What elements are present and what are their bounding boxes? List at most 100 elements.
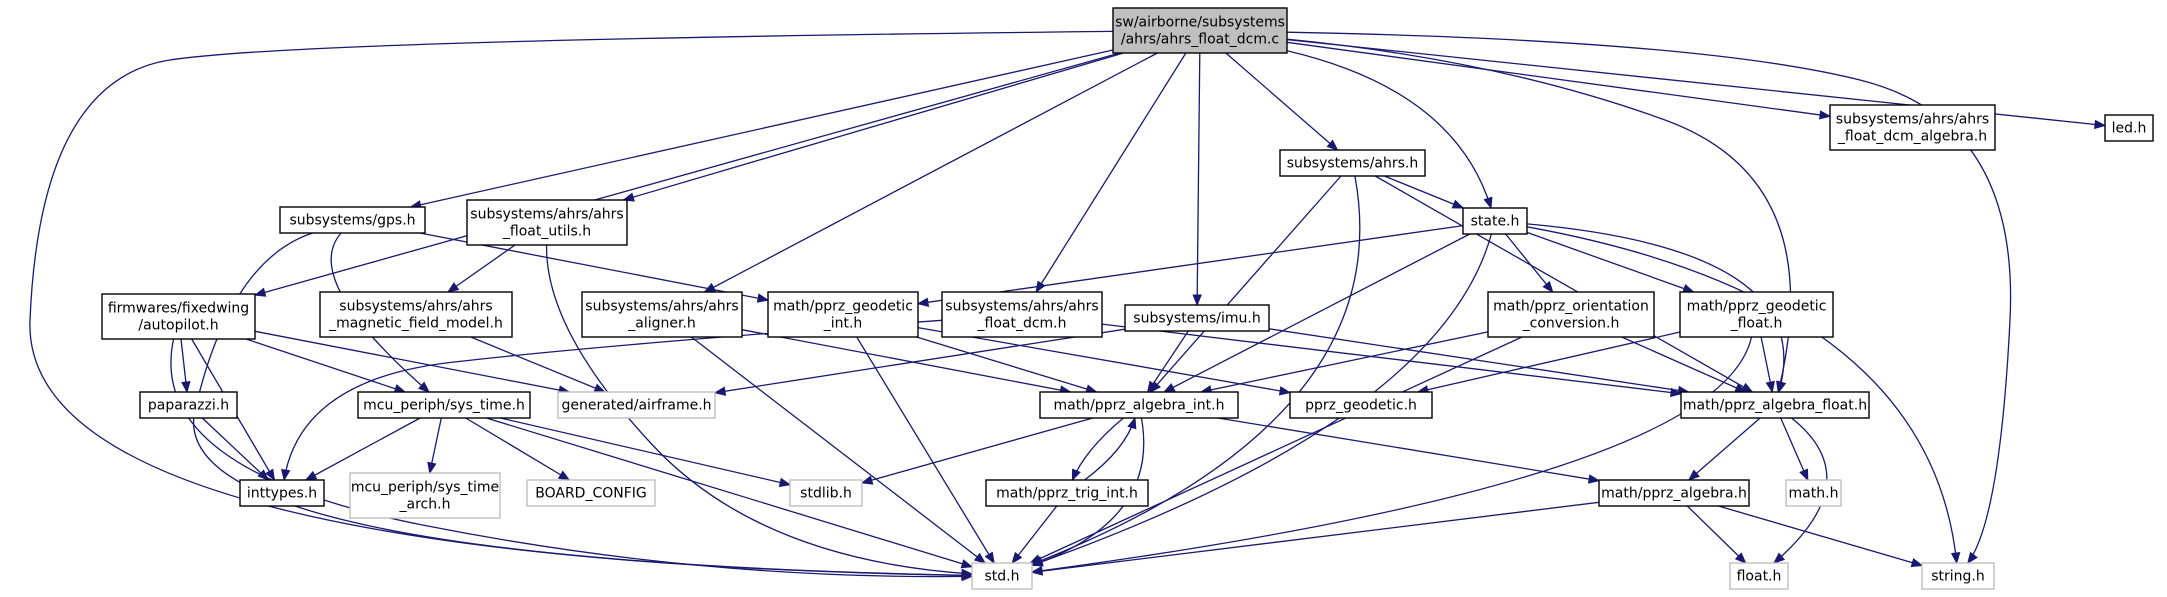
arrowhead xyxy=(1326,139,1339,151)
node-ahrs-float-dcm[interactable]: subsystems/ahrs/ahrs_float_dcm.h xyxy=(941,291,1103,338)
edge-line xyxy=(1225,52,1338,151)
node-box xyxy=(1039,391,1239,419)
node-autopilot[interactable]: firmwares/fixedwing/autopilot.h xyxy=(101,293,256,340)
node-label: math/pprz_geodetic xyxy=(773,299,913,315)
node-inttypes[interactable]: inttypes.h xyxy=(239,479,325,507)
node-label: subsystems/imu.h xyxy=(1133,311,1260,327)
node-pprz-geodetic[interactable]: pprz_geodetic.h xyxy=(1289,391,1433,419)
edge-root-to-state xyxy=(1286,50,1493,210)
edge-line xyxy=(714,328,1126,394)
arrowhead xyxy=(1542,280,1554,294)
edge-root-to-imu xyxy=(1192,52,1202,307)
edge-state-to-string xyxy=(1526,226,1961,565)
node-dcm-algebra[interactable]: subsystems/ahrs/ahrs_float_dcm_algebra.h xyxy=(1829,104,1996,151)
node-algebra-float[interactable]: math/pprz_algebra_float.h xyxy=(1680,391,1870,419)
node-geodetic-int[interactable]: math/pprz_geodetic_int.h xyxy=(767,291,919,338)
arrowhead xyxy=(622,192,635,202)
node-label: _int.h xyxy=(823,316,863,332)
node-algebra-int[interactable]: math/pprz_algebra_int.h xyxy=(1039,391,1239,419)
edge-line xyxy=(1374,175,1753,393)
edge-root-to-ahrs_aligner xyxy=(703,52,1158,293)
arrowhead xyxy=(1587,474,1601,484)
edge-imu-to-airframe xyxy=(713,328,1126,396)
node-label: led.h xyxy=(2112,121,2147,137)
edge-line xyxy=(690,336,986,564)
edge-geodetic_int-to-std xyxy=(856,336,995,565)
arrowhead xyxy=(2094,119,2107,130)
node-ahrs[interactable]: subsystems/ahrs.h xyxy=(1279,149,1426,177)
edge-algebra_float-to-algebra xyxy=(1687,417,1761,481)
node-trig-int[interactable]: math/pprz_trig_int.h xyxy=(985,479,1149,507)
edge-line xyxy=(1621,336,1746,393)
node-label: _float_dcm_algebra.h xyxy=(1837,129,1987,145)
edge-autopilot-to-paparazzi xyxy=(180,338,191,394)
arrowhead xyxy=(916,297,930,307)
edge-line xyxy=(741,329,1071,393)
arrowhead xyxy=(1071,468,1081,482)
node-box xyxy=(1279,149,1426,177)
edge-mag_field-to-airframe xyxy=(470,336,607,393)
node-orientation[interactable]: math/pprz_orientation_conversion.h xyxy=(1487,291,1655,338)
node-paparazzi[interactable]: paparazzi.h xyxy=(139,391,238,419)
node-sys-time[interactable]: mcu_periph/sys_time.h xyxy=(357,391,531,419)
node-gps[interactable]: subsystems/gps.h xyxy=(279,206,426,234)
arrowhead xyxy=(1011,551,1023,565)
node-math: math.h xyxy=(1785,479,1842,507)
node-imu[interactable]: subsystems/imu.h xyxy=(1124,304,1270,332)
node-ahrs-aligner[interactable]: subsystems/ahrs/ahrs_aligner.h xyxy=(581,291,743,338)
node-root[interactable]: sw/airborne/subsystems/ahrs/ahrs_float_d… xyxy=(1112,7,1288,54)
node-state[interactable]: state.h xyxy=(1462,207,1528,235)
node-algebra[interactable]: math/pprz_algebra.h xyxy=(1598,479,1750,507)
dependency-edges xyxy=(29,30,2107,582)
edge-line xyxy=(254,52,1120,296)
node-stdlib: stdlib.h xyxy=(789,479,863,507)
node-label: subsystems/ahrs/ahrs xyxy=(945,299,1098,315)
edge-line xyxy=(1686,505,1747,564)
edge-line xyxy=(470,336,606,393)
node-string: string.h xyxy=(1921,562,1995,590)
node-label: generated/airframe.h xyxy=(561,398,711,414)
edge-ahrs-to-algebra_int xyxy=(1149,175,1342,394)
node-box xyxy=(319,291,513,338)
node-box xyxy=(466,199,628,246)
edge-ahrs_float_utils-to-std xyxy=(545,244,974,579)
edge-root-to-algebra_float xyxy=(1286,38,1792,394)
node-label: std.h xyxy=(985,569,1020,585)
arrowhead xyxy=(1967,551,1978,565)
edge-line xyxy=(1030,336,1523,564)
node-geodetic-float[interactable]: math/pprz_geodetic_float.h xyxy=(1679,291,1834,338)
edge-line xyxy=(917,224,1464,305)
node-label: paparazzi.h xyxy=(148,398,229,414)
edge-orientation-to-algebra_float xyxy=(1621,336,1747,393)
node-label: /ahrs/ahrs_float_dcm.c xyxy=(1121,32,1279,48)
node-ahrs-float-utils[interactable]: subsystems/ahrs/ahrs_float_utils.h xyxy=(466,199,628,246)
node-float: float.h xyxy=(1729,562,1789,590)
edge-line xyxy=(410,49,1114,208)
edge-ahrs_float_utils-to-mag_field xyxy=(446,244,516,293)
node-box xyxy=(941,291,1103,338)
node-box xyxy=(239,479,325,507)
arrowhead xyxy=(1687,469,1700,481)
edge-state-to-algebra_float xyxy=(1526,223,1787,394)
arrowhead xyxy=(418,381,431,393)
node-box xyxy=(985,479,1149,507)
node-led[interactable]: led.h xyxy=(2104,114,2154,142)
arrowhead xyxy=(557,470,571,481)
edge-autopilot-to-airframe xyxy=(254,330,571,395)
node-mag-field[interactable]: subsystems/ahrs/ahrs_magnetic_field_mode… xyxy=(319,291,513,338)
edge-ahrs_aligner-to-std xyxy=(690,336,987,564)
node-label: subsystems/ahrs/ahrs xyxy=(1836,112,1989,128)
edge-line xyxy=(1101,323,1682,395)
node-label: /autopilot.h xyxy=(138,318,218,334)
edge-sys_time-to-sys_time_arch xyxy=(427,417,442,475)
node-label: BOARD_CONFIG xyxy=(535,486,647,502)
edge-line xyxy=(1780,417,1809,481)
arrowhead xyxy=(1682,284,1695,293)
edge-line xyxy=(1268,328,1689,393)
arrowhead xyxy=(1777,380,1787,394)
node-label: sw/airborne/subsystems xyxy=(1115,15,1285,31)
edge-line xyxy=(201,417,269,481)
edge-trig_int-to-algebra_int xyxy=(1084,416,1137,481)
node-box xyxy=(789,479,863,507)
